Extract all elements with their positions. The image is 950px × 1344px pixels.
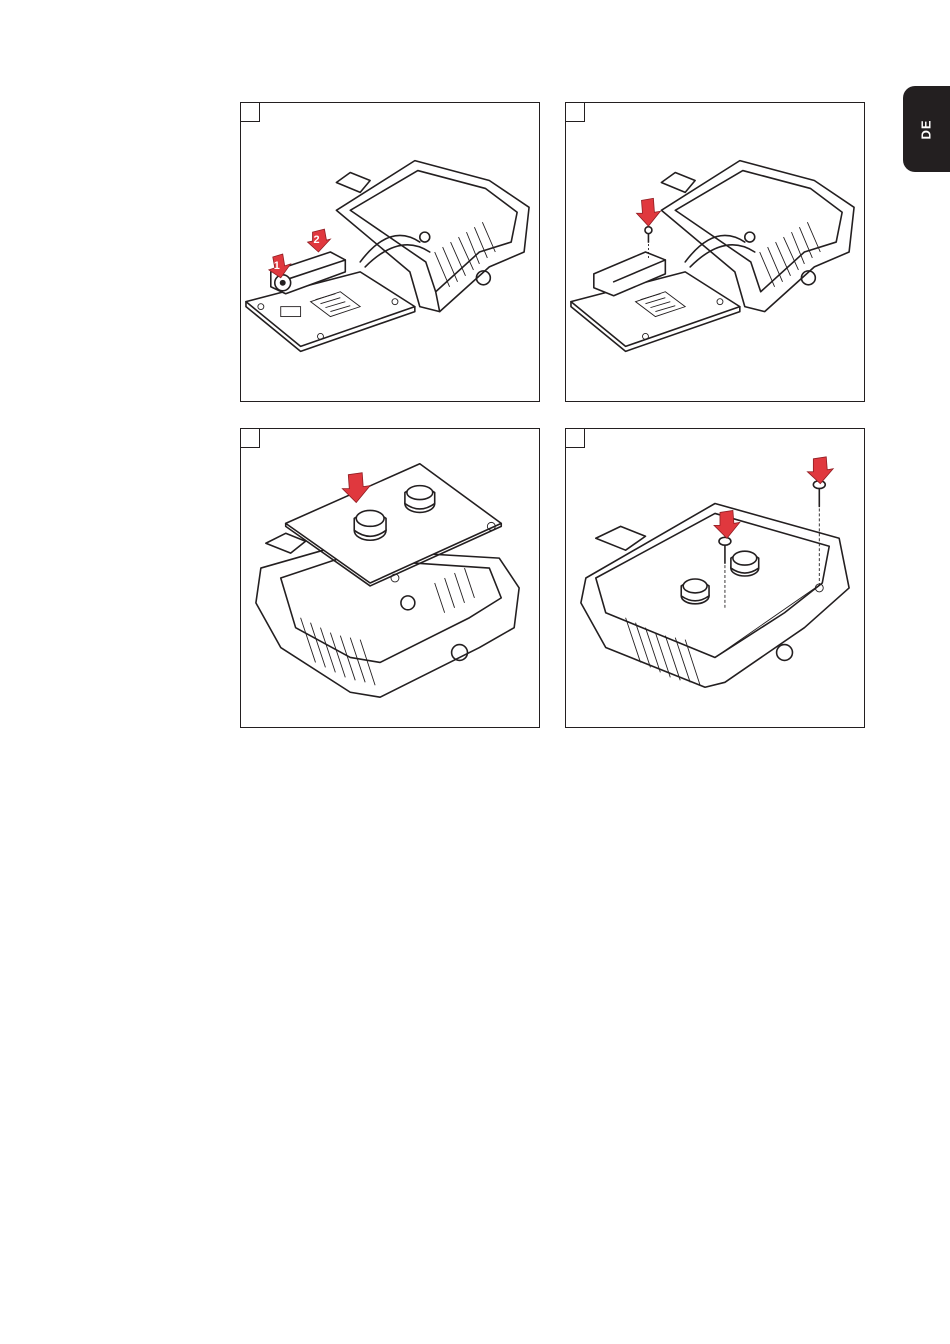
cooling-fins	[760, 222, 821, 287]
direction-arrow	[637, 198, 661, 226]
cooling-fins	[301, 568, 475, 685]
knob-icon	[681, 579, 709, 604]
svg-text:2: 2	[314, 234, 320, 246]
device-cover-placement-drawing	[241, 429, 539, 727]
device-battery-removal-drawing: 1 2	[241, 103, 539, 401]
knob-icon	[405, 486, 435, 513]
illustration-step-3	[240, 428, 540, 728]
knob-icon	[354, 510, 386, 540]
illustration-step-2	[565, 102, 865, 402]
cooling-fins	[626, 618, 701, 686]
cooling-fins	[435, 222, 496, 287]
screw-icon	[719, 537, 731, 608]
language-tab-label: DE	[919, 119, 934, 139]
illustration-step-4	[565, 428, 865, 728]
knob-icon	[731, 551, 759, 576]
illustration-step-1: 1 2	[240, 102, 540, 402]
device-module-mount-drawing	[566, 103, 864, 401]
step-number-box	[241, 429, 260, 448]
step-number-box	[566, 429, 585, 448]
svg-text:1: 1	[274, 260, 280, 272]
direction-arrow	[807, 457, 833, 484]
step-number-box	[241, 103, 260, 122]
device-screw-fastening-drawing	[566, 429, 864, 727]
step-number-box	[566, 103, 585, 122]
language-tab[interactable]: DE	[903, 86, 950, 172]
direction-arrow-2: 2	[308, 229, 331, 252]
